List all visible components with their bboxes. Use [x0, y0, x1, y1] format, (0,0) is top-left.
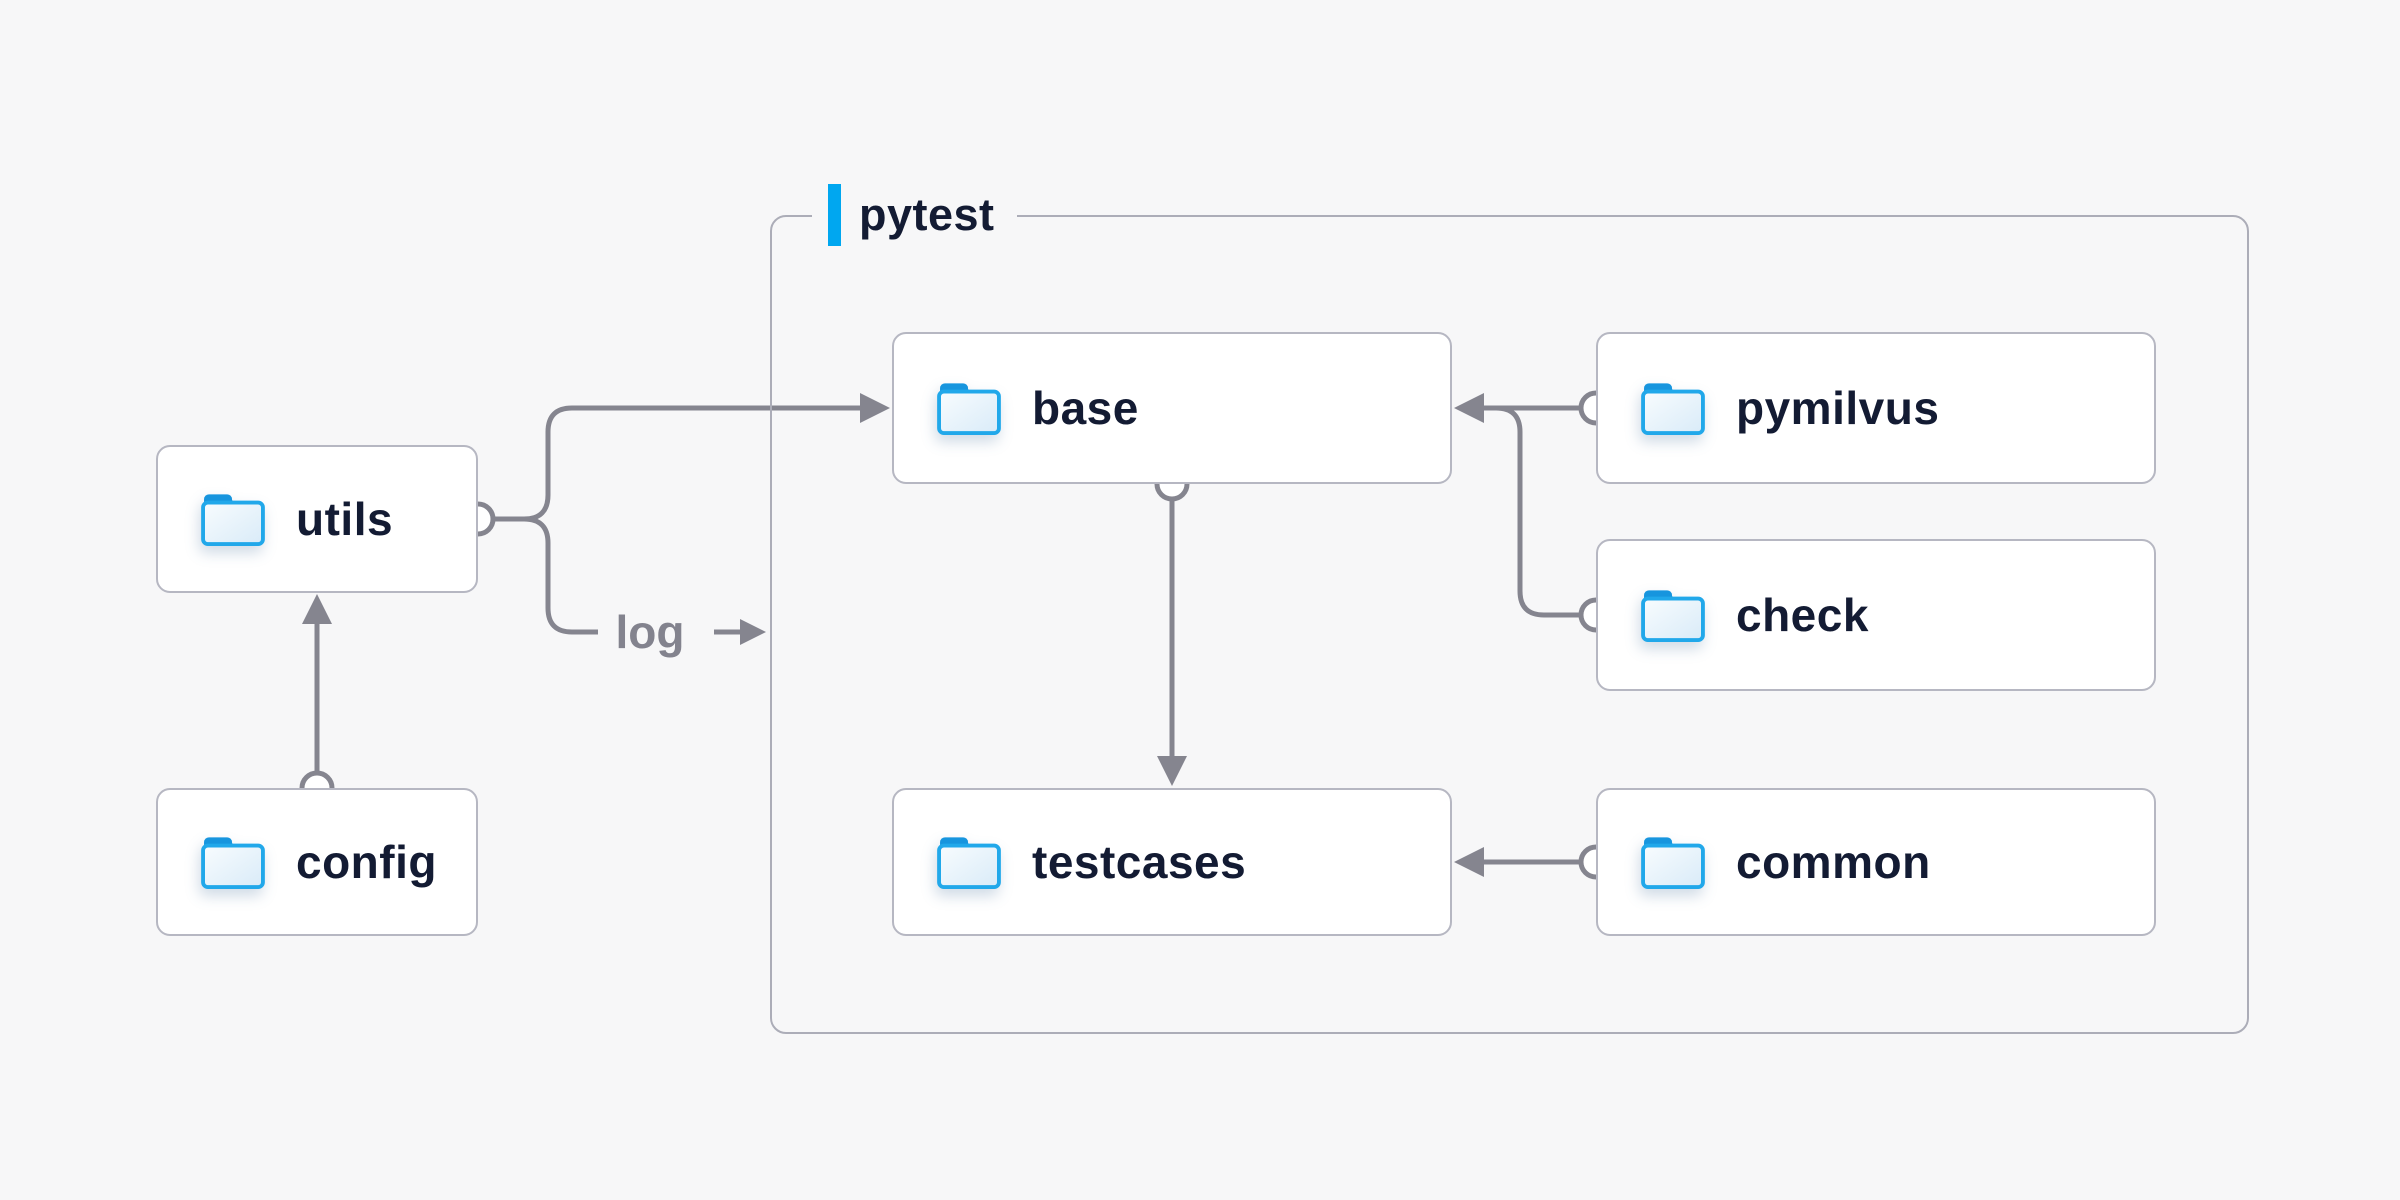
pytest-label: pytest [812, 184, 1017, 246]
node-pymilvus: pymilvus [1596, 332, 2156, 484]
edge-utils-log: log [492, 516, 766, 658]
edge-config-utils [302, 594, 332, 772]
node-base: base [892, 332, 1452, 484]
node-label: pymilvus [1736, 382, 1940, 434]
node-label: testcases [1032, 836, 1247, 888]
node-testcases: testcases [892, 788, 1452, 936]
node-label: utils [296, 493, 394, 545]
node-label: config [296, 836, 437, 888]
folder-icon [200, 491, 266, 547]
accent-bar [828, 184, 841, 246]
node-label: base [1032, 382, 1139, 434]
arrowhead [302, 594, 332, 624]
node-common: common [1596, 788, 2156, 936]
folder-icon [936, 380, 1002, 436]
edge-label-log: log [616, 606, 685, 658]
folder-icon [200, 834, 266, 890]
node-utils: utils [156, 445, 478, 593]
folder-icon [1640, 380, 1706, 436]
folder-icon [1640, 834, 1706, 890]
arrowhead [740, 619, 766, 645]
folder-icon [936, 834, 1002, 890]
node-label: check [1736, 589, 1869, 641]
node-check: check [1596, 539, 2156, 691]
pytest-label-text: pytest [859, 189, 995, 240]
folder-icon [1640, 587, 1706, 643]
node-config: config [156, 788, 478, 936]
pytest-container [770, 215, 2249, 1034]
node-label: common [1736, 836, 1931, 888]
